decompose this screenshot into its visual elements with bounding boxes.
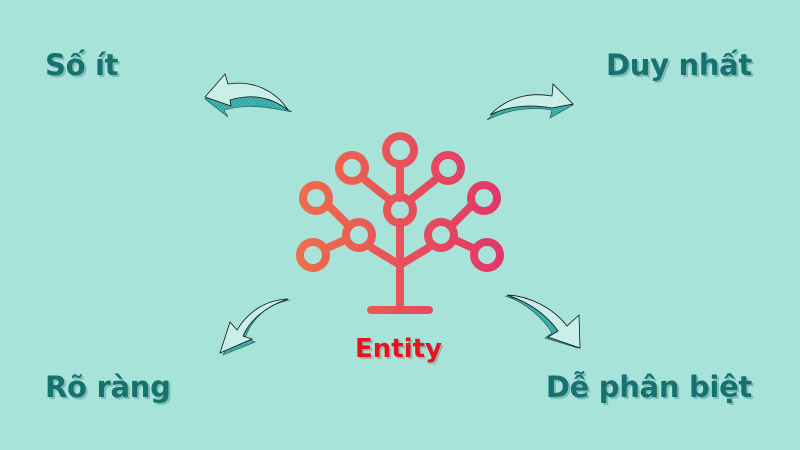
property-label-bottom-right: Dễ phân biệt bbox=[545, 370, 752, 404]
property-label-top-left: Số ít bbox=[45, 48, 119, 82]
curved-arrow-right-icon bbox=[486, 83, 574, 121]
entity-title: Entity bbox=[355, 334, 442, 364]
tree-network-icon bbox=[296, 132, 504, 314]
curved-arrow-down-left-icon bbox=[219, 298, 291, 356]
curved-arrow-left-icon bbox=[204, 73, 293, 118]
property-label-bottom-left: Rõ ràng bbox=[45, 370, 171, 404]
curved-arrow-down-right-icon bbox=[504, 294, 581, 349]
property-label-top-right: Duy nhất bbox=[605, 48, 752, 82]
